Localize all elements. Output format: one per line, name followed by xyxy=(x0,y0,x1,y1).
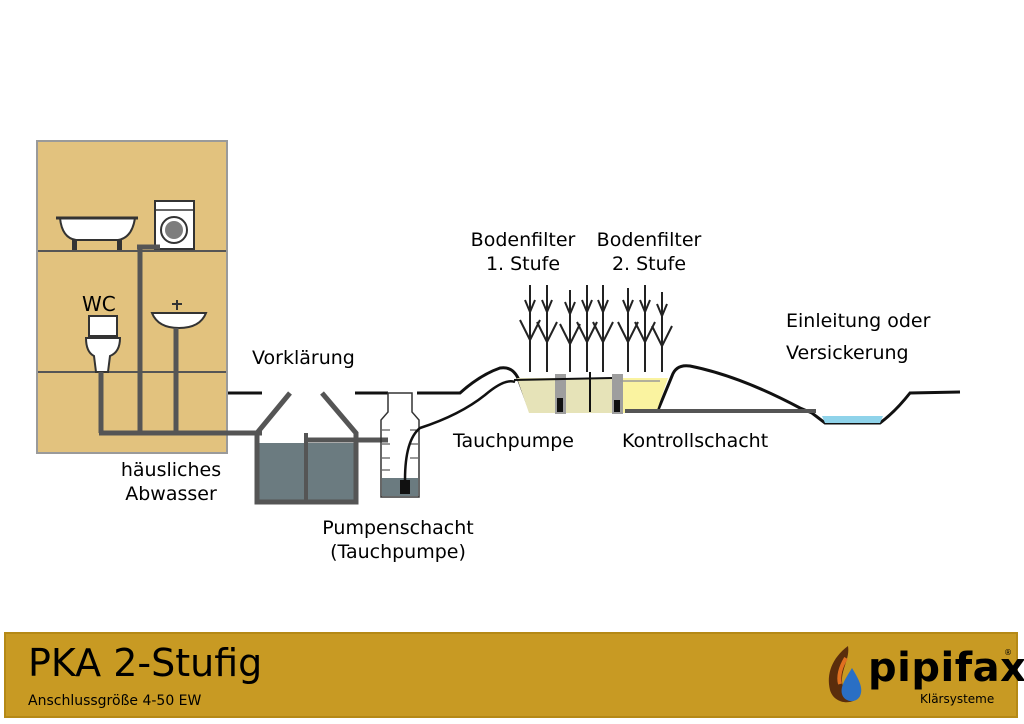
page-title: PKA 2-Stufig xyxy=(28,641,263,685)
label-haeusliches-abwasser: häusliches Abwasser xyxy=(120,459,222,505)
stream xyxy=(822,416,883,423)
page-subtitle: Anschlussgröße 4-50 EW xyxy=(28,693,202,709)
brand-registered-mark: ® xyxy=(1004,648,1012,657)
label-bodenfilter-1: Bodenfilter 1. Stufe xyxy=(470,229,576,275)
brand-name: pipifax xyxy=(868,645,1024,691)
label-bodenfilter-2: Bodenfilter 2. Stufe xyxy=(596,229,702,275)
label-versickerung: Versickerung xyxy=(786,342,909,364)
diagram-scene xyxy=(36,140,961,505)
label-vorklaerung: Vorklärung xyxy=(252,347,355,369)
pump-shaft xyxy=(380,380,516,498)
footer-bar: PKA 2-Stufig Anschlussgröße 4-50 EW pipi… xyxy=(4,632,1024,718)
label-einleitung: Einleitung oder xyxy=(786,310,931,332)
soil-filter-beds xyxy=(513,372,816,414)
house-drain-pipes xyxy=(98,244,262,436)
ground-line xyxy=(228,364,961,425)
reeds xyxy=(519,285,673,372)
submersible-pump-icon xyxy=(400,480,410,494)
house xyxy=(36,140,228,454)
sink-icon xyxy=(150,300,208,330)
washing-machine-icon xyxy=(154,200,195,250)
settling-tank xyxy=(254,391,388,505)
brand-logo: pipifax ® Klärsysteme xyxy=(822,644,1024,710)
label-tauchpumpe: Tauchpumpe xyxy=(453,430,574,452)
label-pumpenschacht: Pumpenschacht (Tauchpumpe) xyxy=(322,517,474,563)
label-kontrollschacht: Kontrollschacht xyxy=(622,430,769,452)
bathtub-icon xyxy=(56,216,138,250)
brand-tagline: Klärsysteme xyxy=(920,692,995,706)
flame-drop-icon xyxy=(828,646,862,703)
label-wc: WC xyxy=(82,292,116,316)
toilet-icon xyxy=(84,315,122,373)
